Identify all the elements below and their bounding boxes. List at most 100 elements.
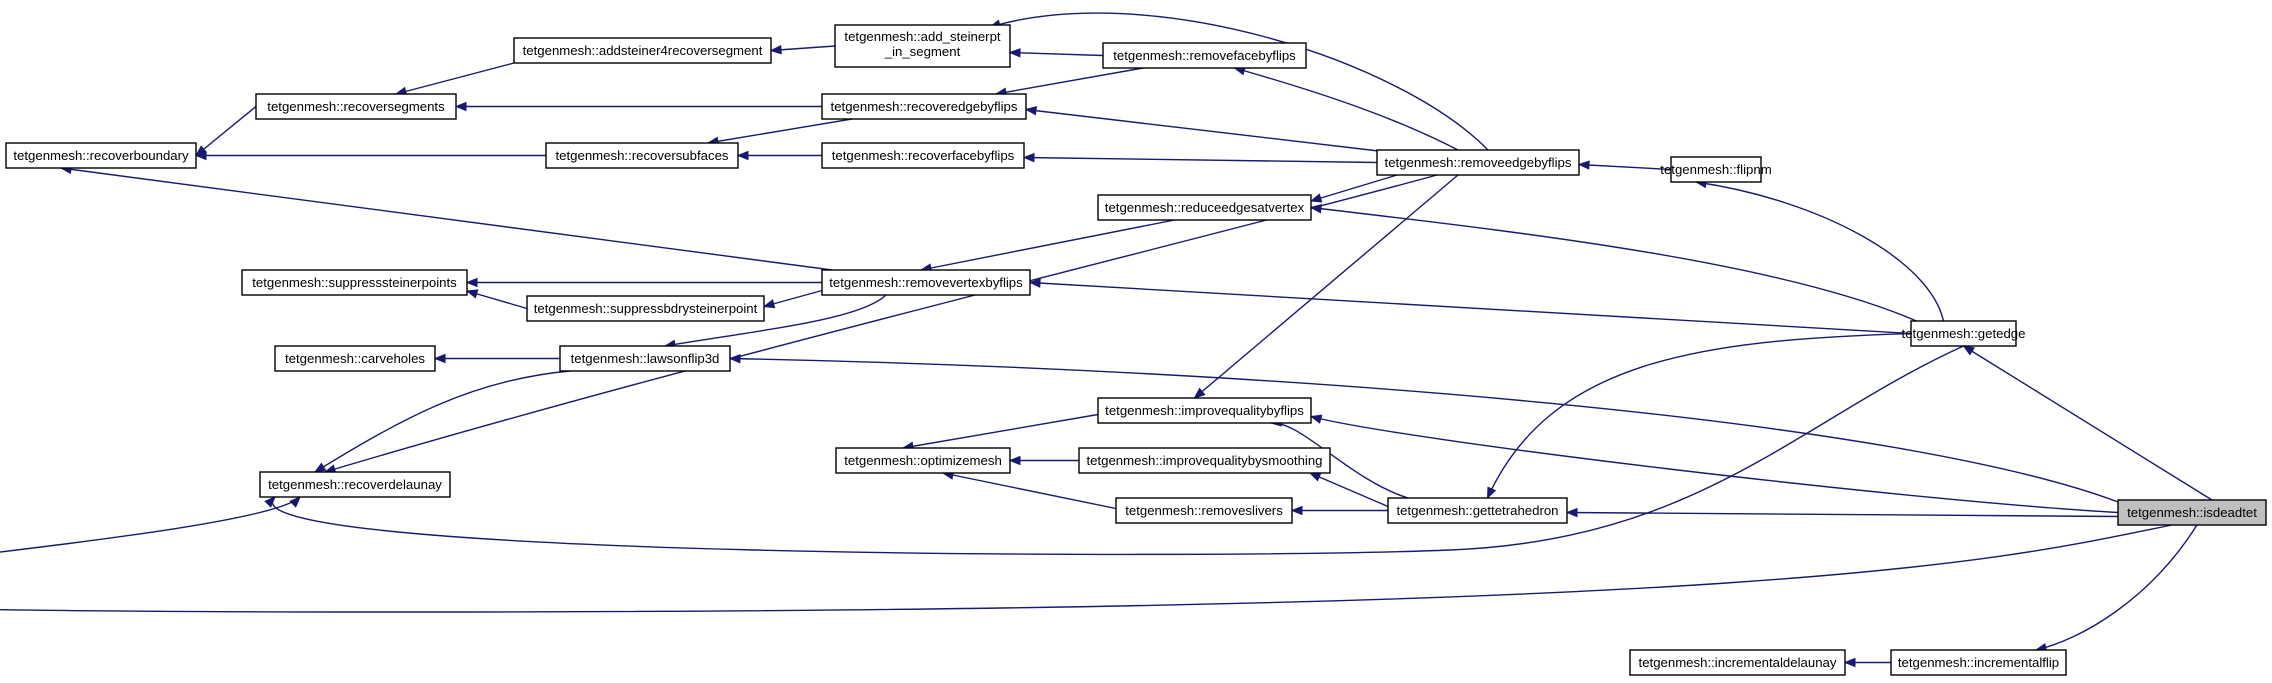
edge-recoversegments-to-recoverboundary [194,105,257,157]
arrowhead [1008,455,1021,466]
node-removevertexbyflips[interactable]: tetgenmesh::removevertexbyflips [821,269,1031,296]
arrowhead [1577,160,1590,170]
node-box [821,93,1027,120]
node-box [1670,156,1762,183]
node-box [2117,499,2267,526]
edge-line [1025,108,1388,153]
edge-line [2035,524,2198,651]
node-box [1387,497,1568,524]
node-removeslivers[interactable]: tetgenmesh::removeslivers [1115,497,1293,524]
node-label: tetgenmesh::removefacebyflips [1113,48,1296,63]
edge-lawsonflip3d-to-recoverdelaunay [313,370,571,473]
edge-line [1486,332,1912,499]
node-label: tetgenmesh::recoversubfaces [556,148,729,163]
arrowhead [194,150,207,161]
edge-lawsonflip3d-to-carveholes [433,353,560,364]
node-recoverfacebyflips[interactable]: tetgenmesh::recoverfacebyflips [821,142,1025,169]
node-recoversegments[interactable]: tetgenmesh::recoversegments [255,93,457,120]
node-label: tetgenmesh::removevertexbyflips [829,275,1023,290]
node-box [1102,42,1307,69]
edge-line [995,67,1144,95]
edge-line [1310,174,1398,202]
node-label: tetgenmesh::carveholes [285,351,425,366]
arrowhead [1193,387,1206,399]
node-isdeadtet[interactable]: tetgenmesh::isdeadtet [2117,499,2267,526]
edge-removevertexbyflips-to-suppresssteinerpoints [465,277,822,288]
edge-removeedgebyflips-to-recoverfacebyflips [1022,152,1378,164]
node-label: tetgenmesh::optimizemesh [844,453,1002,468]
node-reduceedgesatvertex[interactable]: tetgenmesh::reduceedgesatvertex [1097,194,1312,221]
edge-line [195,105,257,157]
edge-isdeadtet-to-lawsonflip3d [728,353,2119,503]
node-incrementaldelaunay[interactable]: tetgenmesh::incrementaldelaunay [1629,649,1846,676]
edge-line [1234,67,1459,151]
node-label: tetgenmesh::incrementalflip [1898,655,2059,670]
edge-line [395,62,515,95]
node-box [1376,149,1580,176]
arrowhead [762,299,776,309]
edge-line [271,345,1964,556]
edge-isdeadtet-to-recoverdelaunay [0,496,2173,613]
node-optimizemesh[interactable]: tetgenmesh::optimizemesh [835,447,1011,474]
edge-gettetrahedron-to-removeslivers [1290,505,1388,516]
edge-reduceedgesatvertex-to-removevertexbyflips [919,219,1175,273]
node-addsteiner4recoversegment[interactable]: tetgenmesh::addsteiner4recoversegment [513,37,772,64]
node-box [5,142,197,169]
node-label: tetgenmesh::recoverfacebyflips [832,148,1015,163]
edge-add_steinerpt-to-addsteiner4recoversegment [769,45,836,55]
edge-line [707,118,853,144]
node-layer: tetgenmesh::recoverboundarytetgenmesh::r… [5,24,2267,676]
node-label: tetgenmesh::addsteiner4recoversegment [523,43,763,58]
edge-removevertexbyflips-to-suppressbdrysteinerpoint [762,289,823,309]
node-label: _in_segment [884,44,961,59]
edge-line [942,472,1117,510]
node-lawsonflip3d[interactable]: tetgenmesh::lawsonflip3d [559,345,731,372]
node-label: tetgenmesh::incrementaldelaunay [1639,655,1837,670]
node-box [241,269,468,296]
edge-addsteiner4recoversegment-to-recoversegments [394,62,515,96]
node-improvequalitybyflips[interactable]: tetgenmesh::improvequalitybyflips [1097,397,1312,424]
node-carveholes[interactable]: tetgenmesh::carveholes [274,345,436,372]
node-box [274,345,436,372]
node-label: tetgenmesh::recoverdelaunay [268,477,442,492]
arrowhead [1028,278,1041,288]
node-box [834,24,1011,68]
node-label: tetgenmesh::recoversegments [267,99,445,114]
edge-removeedgebyflips-to-improvequalitybyflips [1193,174,1459,399]
node-gettetrahedron[interactable]: tetgenmesh::gettetrahedron [1387,497,1568,524]
edge-line [60,167,833,271]
arrowhead [1308,472,1322,482]
node-incrementalflip[interactable]: tetgenmesh::incrementalflip [1890,649,2067,676]
node-flipnm[interactable]: tetgenmesh::flipnm [1660,156,1772,183]
node-recoverdelaunay[interactable]: tetgenmesh::recoverdelaunay [259,471,451,498]
edge-getedge-to-flipnm [1694,178,1945,322]
node-suppresssteinerpoints[interactable]: tetgenmesh::suppresssteinerpoints [241,269,468,296]
node-recoveredgebyflips[interactable]: tetgenmesh::recoveredgebyflips [821,93,1027,120]
node-removeedgebyflips[interactable]: tetgenmesh::removeedgebyflips [1376,149,1580,176]
edge-isdeadtet-to-improvequalitybyflips [1309,414,2119,514]
node-box [1097,194,1312,221]
node-recoversubfaces[interactable]: tetgenmesh::recoversubfaces [545,142,739,169]
node-suppressbdrysteinerpoint[interactable]: tetgenmesh::suppressbdrysteinerpoint [526,295,765,322]
node-label: tetgenmesh::improvequalitybyflips [1105,403,1304,418]
arrowhead [1309,193,1323,203]
arrowhead [1024,106,1037,116]
node-improvequalitybysmoothing[interactable]: tetgenmesh::improvequalitybysmoothing [1078,447,1331,474]
node-label: tetgenmesh::suppressbdrysteinerpoint [534,301,758,316]
node-add_steinerpt[interactable]: tetgenmesh::add_steinerpt_in_segment [834,24,1011,68]
node-getedge[interactable]: tetgenmesh::getedge [1902,320,2026,347]
arrowhead [264,496,276,508]
edge-layer [0,12,2213,668]
edge-recoveredgebyflips-to-recoversubfaces [706,118,853,146]
edge-isdeadtet-to-gettetrahedron [1565,507,2119,518]
node-removefacebyflips[interactable]: tetgenmesh::removefacebyflips [1102,42,1307,69]
node-label: tetgenmesh::removeslivers [1125,503,1283,518]
edge-isdeadtet-to-getedge [1962,345,2213,501]
node-recoverboundary[interactable]: tetgenmesh::recoverboundary [5,142,197,169]
arrowhead [1486,486,1497,500]
node-label: tetgenmesh::suppresssteinerpoints [252,275,457,290]
node-box [259,471,451,498]
node-box [1078,447,1331,474]
node-box [545,142,739,169]
node-box [821,269,1031,296]
